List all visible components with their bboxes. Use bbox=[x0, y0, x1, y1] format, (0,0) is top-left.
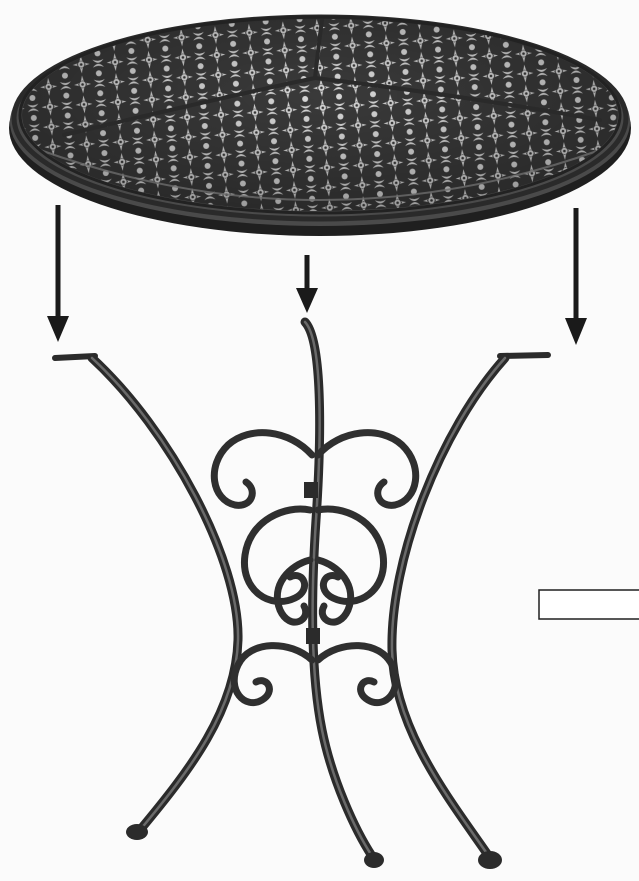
empty-label-box bbox=[539, 590, 639, 619]
arrow-down-center-icon bbox=[296, 255, 318, 313]
arrow-down-right-icon bbox=[565, 208, 587, 345]
left-leg bbox=[55, 356, 238, 840]
right-leg bbox=[392, 355, 548, 869]
round-mosaic-tabletop bbox=[9, 17, 631, 236]
arrow-down-left-icon bbox=[47, 205, 69, 342]
scrollwork-base bbox=[55, 322, 548, 869]
